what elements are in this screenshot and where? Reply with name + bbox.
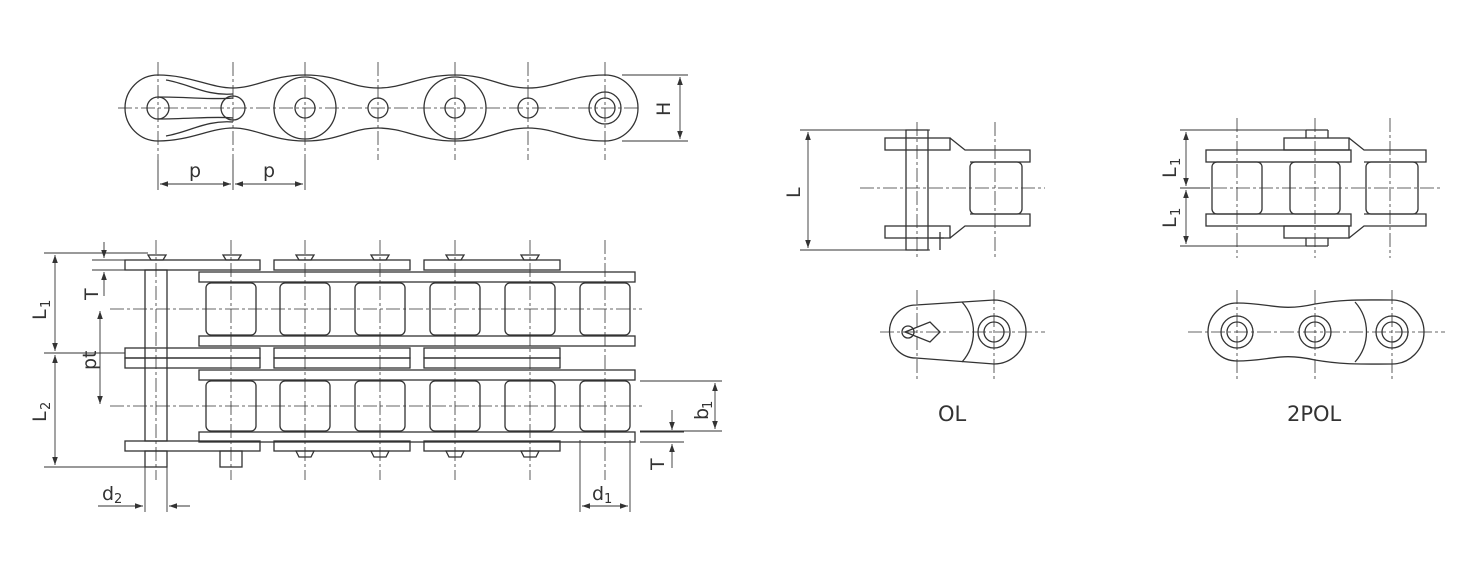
svg-text:L: L	[29, 309, 51, 320]
svg-text:L: L	[29, 411, 51, 422]
svg-text:b: b	[691, 408, 713, 420]
dimension-lines	[44, 74, 1310, 512]
label-l1-upper: L 1	[1159, 158, 1184, 178]
svg-text:d: d	[102, 483, 114, 505]
svg-text:1: 1	[39, 300, 54, 308]
svg-text:L: L	[1159, 217, 1181, 228]
svg-text:1: 1	[701, 401, 716, 409]
label-p-2: p	[263, 160, 275, 182]
caption-2pol: 2POL	[1287, 402, 1342, 426]
label-p-1: p	[189, 160, 201, 182]
svg-text:1: 1	[1169, 208, 1184, 216]
label-t-bottom: T	[647, 458, 669, 471]
dimension-labels: p p H L L 1 L 1 L 1 L 2 T pt b 1 T d 1	[29, 102, 1342, 507]
label-t-top: T	[81, 288, 103, 301]
svg-text:1: 1	[1169, 158, 1184, 166]
label-l: L	[783, 187, 805, 198]
label-d1: d 1	[592, 483, 612, 507]
svg-text:L: L	[1159, 167, 1181, 178]
caption-ol: OL	[938, 402, 967, 426]
svg-text:d: d	[592, 483, 604, 505]
label-pt: pt	[79, 350, 101, 370]
svg-text:1: 1	[604, 492, 612, 507]
label-h: H	[653, 102, 675, 116]
center-lines	[110, 62, 1445, 480]
ol-link-plan	[884, 129, 1031, 251]
label-d2: d 2	[102, 483, 122, 507]
svg-text:2: 2	[39, 402, 54, 410]
label-b1: b 1	[691, 401, 716, 420]
label-l2-left: L 2	[29, 402, 54, 422]
svg-text:2: 2	[114, 492, 122, 507]
label-l1-left: L 1	[29, 300, 54, 320]
label-l1-lower: L 1	[1159, 208, 1184, 228]
